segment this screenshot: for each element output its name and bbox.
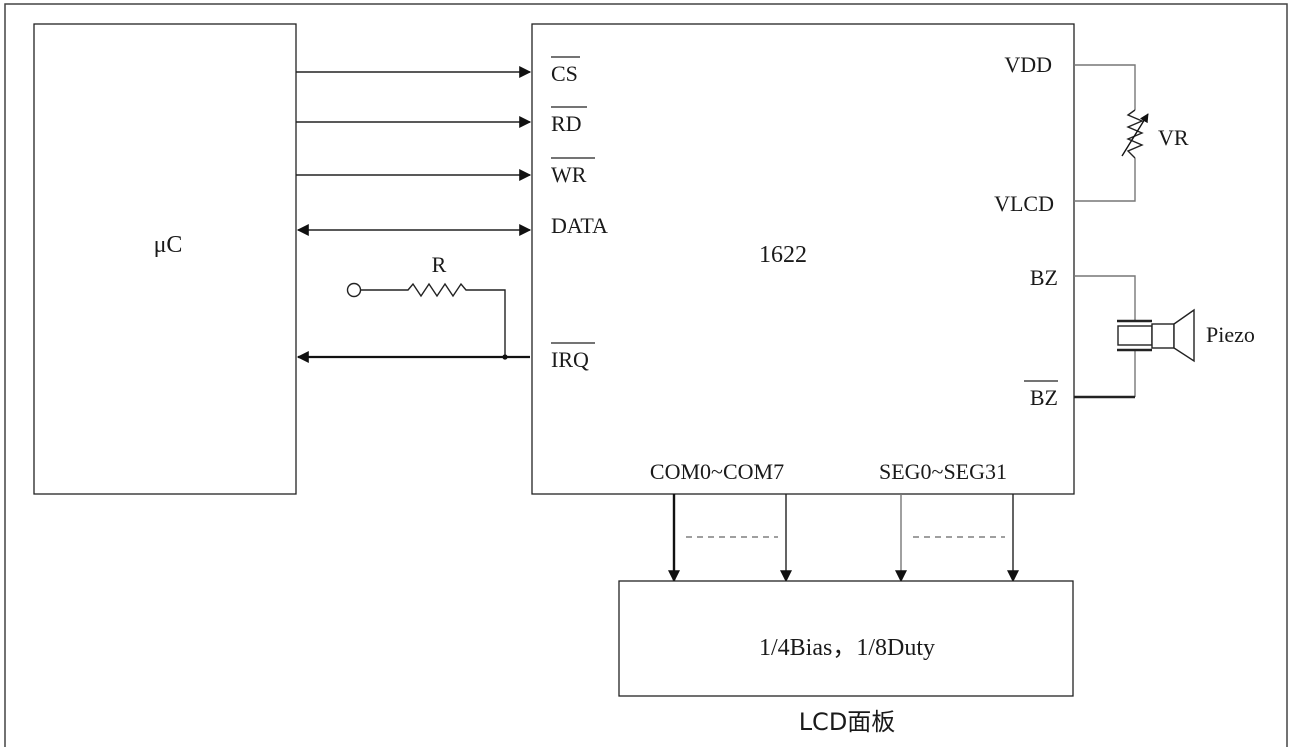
mcu-block [33, 23, 297, 495]
vr-wiring [1074, 64, 1136, 202]
potentiometer-vr [1126, 109, 1144, 159]
chip-label: 1622 [759, 242, 807, 268]
pin-cs-label: CS [551, 61, 578, 86]
chip-block [531, 23, 1075, 495]
lcd-panel [618, 580, 1074, 697]
pin-bz-bar-label: BZ [1030, 385, 1058, 410]
outer-frame [4, 3, 1288, 747]
seg-bus-label: SEG0~SEG31 [879, 459, 1007, 484]
pin-vdd-label: VDD [1004, 52, 1052, 77]
bz-wiring [1074, 275, 1136, 397]
resistor-r-label: R [432, 252, 447, 277]
piezo-crystal [1117, 325, 1153, 346]
com-bus-label: COM0~COM7 [650, 459, 784, 484]
lcd-mode-label: 1/4Bias，1/8Duty [759, 635, 935, 661]
mcu-label: μC [154, 232, 183, 258]
piezo-speaker-cone [1173, 308, 1195, 363]
pin-data-label: DATA [551, 213, 608, 238]
pin-wr-label: WR [551, 162, 587, 187]
pin-vlcd-label: VLCD [994, 191, 1054, 216]
pin-rd-label: RD [551, 111, 582, 136]
vr-wiper-arrow [1121, 113, 1149, 157]
lcd-caption: LCD面板 [799, 708, 896, 736]
vr-label: VR [1158, 125, 1189, 150]
vcc-terminal [346, 282, 362, 298]
resistor-r [361, 282, 506, 357]
irq-junction [502, 354, 508, 360]
piezo-speaker-body [1151, 323, 1175, 349]
pin-irq-label: IRQ [551, 347, 589, 372]
piezo-label: Piezo [1206, 322, 1255, 347]
pin-bz-label: BZ [1030, 265, 1058, 290]
